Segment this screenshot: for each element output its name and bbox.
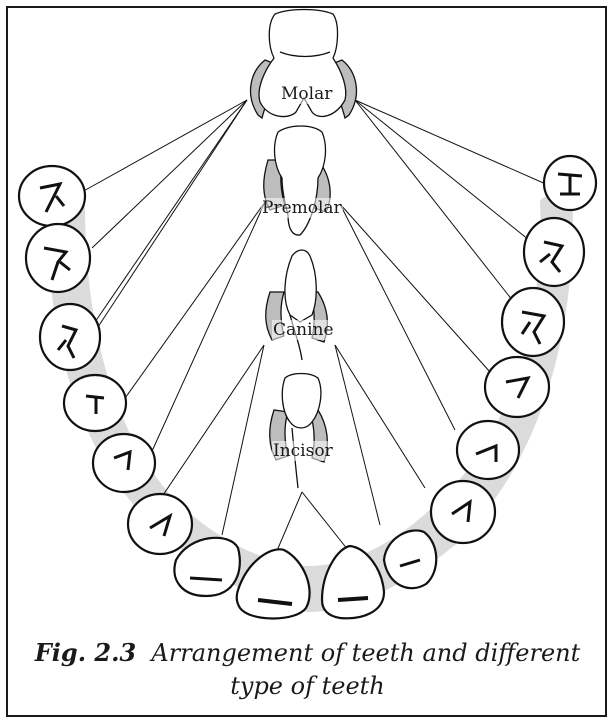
left-molar-1 bbox=[40, 304, 100, 370]
label-incisor: Incisor bbox=[272, 441, 334, 461]
label-canine: Canine bbox=[272, 320, 335, 340]
caption-line-1: Arrangement of teeth and different bbox=[151, 639, 580, 667]
left-molar-3 bbox=[19, 166, 85, 226]
left-premolar-2 bbox=[64, 375, 126, 431]
right-molar-2 bbox=[524, 218, 584, 286]
premolar-side-view bbox=[264, 126, 330, 235]
figure-number: Fig. 2.3 bbox=[35, 638, 136, 667]
label-premolar: Premolar bbox=[261, 198, 343, 218]
canine-side-view bbox=[266, 250, 328, 360]
incisor-side-view bbox=[270, 374, 328, 489]
left-premolar-1 bbox=[93, 434, 155, 492]
right-molar-3 bbox=[544, 156, 596, 210]
label-molar: Molar bbox=[280, 84, 333, 104]
right-premolar-1 bbox=[457, 421, 519, 479]
left-molar-2 bbox=[26, 224, 90, 292]
left-canine bbox=[128, 494, 192, 554]
right-canine bbox=[431, 481, 495, 543]
figure-caption: Fig. 2.3 Arrangement of teeth and differ… bbox=[0, 636, 615, 703]
right-premolar-2 bbox=[485, 357, 549, 417]
caption-line-2: type of teeth bbox=[0, 670, 615, 703]
right-molar-1 bbox=[502, 288, 564, 356]
